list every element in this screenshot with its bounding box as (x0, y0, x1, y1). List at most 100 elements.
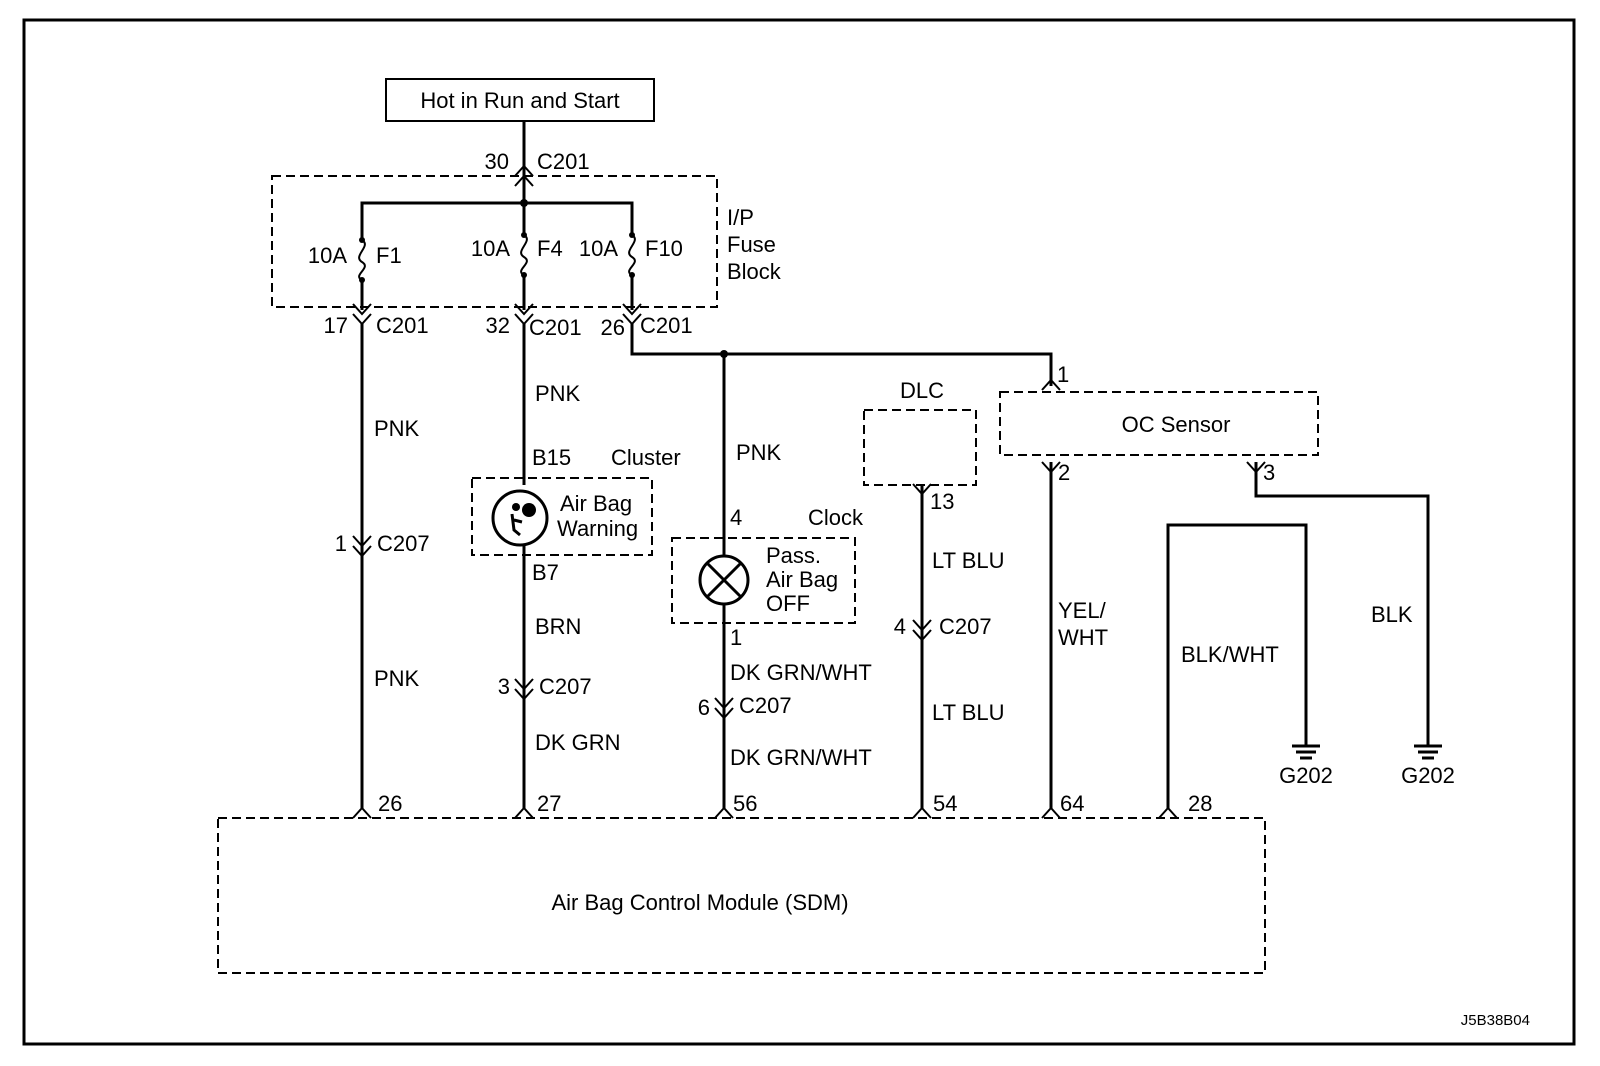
connector-c207-4-pin: 4 (894, 614, 906, 639)
fuse-block-label-3: Block (727, 259, 782, 284)
fuse-f1-symbol (358, 239, 366, 281)
sdm-pin-56-symbol (714, 806, 734, 819)
wire-pnk-f1-lower-label: PNK (374, 666, 420, 691)
fuse-f1-name: F1 (376, 243, 402, 268)
connector-f10-out-pin: 26 (601, 315, 625, 340)
connector-f1-out-name: C201 (376, 313, 429, 338)
power-source-label: Hot in Run and Start (420, 88, 619, 113)
fuse-bus (360, 201, 634, 220)
wire-blk-label: BLK (1371, 602, 1413, 627)
sdm-pin-54-symbol (912, 806, 932, 819)
fuse-f10-name: F10 (645, 236, 683, 261)
connector-top-pin: 30 (485, 149, 509, 174)
connector-f1-out-pin: 17 (324, 313, 348, 338)
power-source-box (385, 78, 655, 122)
wire-lt-blu-upper-label: LT BLU (932, 548, 1005, 573)
ground-label-2: G202 (1401, 763, 1455, 788)
wire-pnk-f1-upper-label: PNK (374, 416, 420, 441)
fuse-block-label-1: I/P (727, 205, 754, 230)
fuse-f10-rating: 10A (579, 236, 618, 261)
clock-title: Clock (808, 505, 864, 530)
oc-sensor-pin2: 2 (1058, 460, 1070, 485)
wire-lt-blu-lower-label: LT BLU (932, 700, 1005, 725)
sdm-pin-56: 56 (733, 791, 757, 816)
oc-sensor-box (999, 391, 1319, 456)
connector-c207-3-name: C207 (539, 674, 592, 699)
air-bag-icon (510, 503, 536, 537)
connector-c207-6-symbol (714, 697, 734, 720)
oc-sensor-pin1-symbol (1041, 378, 1061, 391)
fuse-f4-rating: 10A (471, 236, 510, 261)
ground-label-1: G202 (1279, 763, 1333, 788)
oc-sensor-pin3: 3 (1263, 460, 1275, 485)
clock-box (671, 537, 856, 624)
connector-f10-out-name: C201 (640, 313, 693, 338)
sdm-pin-27-symbol (514, 806, 534, 819)
ground-symbol-1 (1292, 738, 1320, 760)
sdm-pin-54: 54 (933, 791, 957, 816)
fuse-f1-rating: 10A (308, 243, 347, 268)
wire-blk-wht (1166, 523, 1308, 808)
connector-f4-out-pin: 32 (486, 313, 510, 338)
clock-label-1: Pass. (766, 543, 821, 568)
dlc-box (863, 409, 977, 486)
wire-pnk-clock-label: PNK (736, 440, 782, 465)
cluster-label-2: Warning (557, 516, 638, 541)
fuse-f4-name: F4 (537, 236, 563, 261)
sdm-pin-27: 27 (537, 791, 561, 816)
sdm-pin-28-symbol (1158, 806, 1178, 819)
connector-c207-1-symbol (352, 535, 372, 558)
oc-sensor-pin1: 1 (1057, 362, 1069, 387)
dlc-pin: 13 (930, 489, 954, 514)
connector-c207-4-name: C207 (939, 614, 992, 639)
cluster-label-1: Air Bag (560, 491, 632, 516)
connector-c207-6-name: C207 (739, 693, 792, 718)
connector-c207-3-symbol (514, 678, 534, 701)
sdm-pin-26-symbol (352, 806, 372, 819)
sdm-title: Air Bag Control Module (SDM) (551, 890, 848, 915)
cluster-box (471, 477, 653, 556)
fuse-block-box (271, 175, 718, 308)
cluster-title: Cluster (611, 445, 681, 470)
ground-symbol-2 (1414, 738, 1442, 760)
wire-yel-wht-label-2: WHT (1058, 625, 1108, 650)
sdm-pin-28: 28 (1188, 791, 1212, 816)
figure-code: J5B38B04 (1461, 1012, 1530, 1029)
fuse-f4-symbol (520, 234, 528, 276)
wire-pnk-cluster-label: PNK (535, 381, 581, 406)
wire-brn-label: BRN (535, 614, 581, 639)
wire-blk-wht-label: BLK/WHT (1181, 642, 1279, 667)
sdm-pin-64: 64 (1060, 791, 1084, 816)
connector-top-name: C201 (537, 149, 590, 174)
connector-c207-3-pin: 3 (498, 674, 510, 699)
clock-pin-in: 4 (730, 505, 742, 530)
sdm-pin-64-symbol (1041, 806, 1061, 819)
cluster-pin-out: B7 (532, 560, 559, 585)
outer-frame (22, 18, 1576, 1046)
connector-c207-1-name: C207 (377, 531, 430, 556)
sdm-pin-26: 26 (378, 791, 402, 816)
wire-dk-grn-wht-upper-label: DK GRN/WHT (730, 660, 872, 685)
clock-label-3: OFF (766, 591, 810, 616)
wire-blk (1254, 462, 1430, 744)
sdm-box (217, 817, 1266, 974)
clock-pin-out: 1 (730, 625, 742, 650)
cluster-pin-in: B15 (532, 445, 571, 470)
wire-dk-grn-label: DK GRN (535, 730, 621, 755)
connector-f4-out-name: C201 (529, 315, 582, 340)
fuse-f10-symbol (628, 234, 636, 276)
wire-yel-wht-label-1: YEL/ (1058, 598, 1107, 623)
connector-c207-6-pin: 6 (698, 695, 710, 720)
fuse-block-label-2: Fuse (727, 232, 776, 257)
oc-sensor-title: OC Sensor (1122, 412, 1231, 437)
wire-dk-grn-wht-lower-label: DK GRN/WHT (730, 745, 872, 770)
clock-label-2: Air Bag (766, 567, 838, 592)
dlc-title: DLC (900, 378, 944, 403)
air-bag-warning-lamp (491, 489, 549, 547)
wire-f10-branch (630, 324, 1053, 386)
bus-splice (520, 199, 528, 207)
connector-c207-4-symbol (912, 619, 932, 642)
connector-c207-1-pin: 1 (335, 531, 347, 556)
lamp-cross-icon (705, 561, 743, 599)
